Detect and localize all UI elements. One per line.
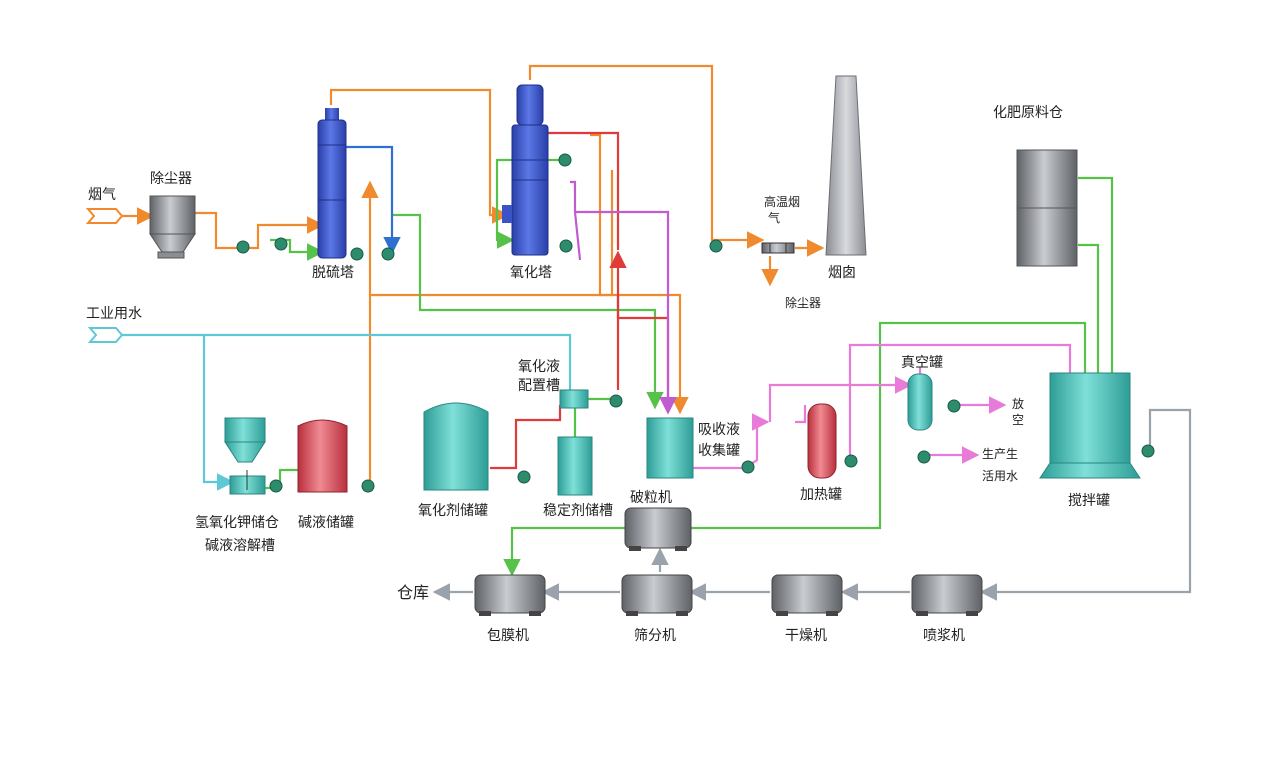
label-oxidant-storage: 氧化剂储罐 xyxy=(418,503,488,519)
flue-gas-inlet xyxy=(85,208,124,224)
pump xyxy=(709,239,723,253)
labels: 烟气 除尘器 脱硫塔 氧化塔 工业用水 高温烟 气 除尘器 烟囱 化肥原料仓 氧… xyxy=(86,105,1110,644)
label-absorb-collect-2: 收集罐 xyxy=(698,442,740,459)
label-spray-machine: 喷浆机 xyxy=(923,628,965,644)
coating-machine xyxy=(474,574,546,616)
oxidation-top-to-chimney-pipe xyxy=(528,64,765,249)
label-domestic-water-2: 活用水 xyxy=(982,469,1018,483)
red-collector-pipe xyxy=(616,295,677,415)
label-koh-silo: 氢氧化钾储仓 xyxy=(195,515,279,531)
label-coating-machine: 包膜机 xyxy=(487,628,529,644)
label-fertilizer-silo: 化肥原料仓 xyxy=(993,105,1063,121)
absorb-collect-tank xyxy=(646,417,694,479)
blue-desulfur-loop-pipe xyxy=(345,145,401,255)
label-vent-1: 放 xyxy=(1012,396,1024,411)
green-desulfur-out-pipe xyxy=(393,213,664,410)
pump xyxy=(917,450,931,464)
label-oxidant-prep-2: 配置槽 xyxy=(518,378,560,394)
oxidant-storage-tank xyxy=(423,402,489,491)
green-silo-to-mixer-pipe-2 xyxy=(1078,243,1107,405)
green-granulator-to-mixer-pipe xyxy=(690,321,1094,530)
pump xyxy=(361,479,375,493)
pink-heater-loop-pipe xyxy=(795,405,807,424)
desulfur-top-to-oxidation-pipe xyxy=(329,88,510,224)
pump xyxy=(269,479,283,493)
pump xyxy=(844,454,858,468)
orange-branch-pipe xyxy=(590,133,602,295)
koh-silo xyxy=(224,417,266,463)
spray-machine xyxy=(911,574,983,616)
red-oxidation-feed-pipe xyxy=(548,131,620,250)
dust-to-desulfur-pipe xyxy=(195,211,325,250)
gray-mixer-to-spray-pipe xyxy=(979,408,1192,601)
oxidant-prep-tank xyxy=(559,389,589,409)
green-granulator-to-coating-pipe xyxy=(503,526,625,577)
pump xyxy=(1141,444,1155,458)
heat-exchanger xyxy=(761,242,795,254)
label-dust-collector-2: 除尘器 xyxy=(785,295,821,310)
label-domestic-water-1: 生产生 xyxy=(982,447,1018,461)
pump xyxy=(741,460,755,474)
vacuum-tank xyxy=(907,373,933,431)
green-silo-to-mixer-pipe xyxy=(1078,176,1121,405)
pump xyxy=(236,240,250,254)
label-flue-gas: 烟气 xyxy=(88,187,116,203)
pink-to-mixer-pipe xyxy=(848,343,1079,460)
label-industrial-water: 工业用水 xyxy=(86,306,142,322)
label-alkali-dissolve: 碱液溶解槽 xyxy=(205,538,275,554)
oxidation-tower xyxy=(502,84,549,256)
orange-to-collector-pipe xyxy=(600,293,689,415)
label-heating-tank: 加热罐 xyxy=(800,487,842,503)
label-alkali-storage: 碱液储罐 xyxy=(298,515,354,531)
industrial-water-main-pipe xyxy=(120,333,572,390)
dryer-machine xyxy=(771,574,843,616)
desulfur-tower xyxy=(317,108,347,259)
label-stabilizer-tank: 稳定剂储槽 xyxy=(543,503,613,519)
label-high-temp-gas-2: 气 xyxy=(768,210,780,225)
label-absorb-collect-1: 吸收液 xyxy=(698,422,740,438)
label-oxidant-prep-1: 氧化液 xyxy=(518,359,560,375)
pink-collector-to-heater-pipe xyxy=(690,413,770,470)
label-vent-2: 空 xyxy=(1012,413,1024,427)
screening-machine xyxy=(621,574,693,616)
label-oxidation-tower: 氧化塔 xyxy=(510,265,552,281)
stabilizer-tank xyxy=(557,436,593,496)
alkali-storage-tank xyxy=(297,419,348,493)
mixing-tank xyxy=(1039,372,1141,479)
water-inlet xyxy=(87,327,124,343)
label-dust-collector: 除尘器 xyxy=(150,171,192,187)
label-high-temp-gas-1: 高温烟 xyxy=(764,194,800,209)
granulator-machine xyxy=(624,507,692,551)
dissolve-tank xyxy=(229,470,266,495)
pump xyxy=(558,153,572,167)
pump xyxy=(381,247,395,261)
pump xyxy=(517,470,531,484)
water-to-dissolve-pipe xyxy=(202,335,235,491)
label-mixing-tank: 搅拌罐 xyxy=(1068,493,1110,509)
label-screening-machine: 筛分机 xyxy=(634,628,676,644)
fertilizer-silo xyxy=(1016,149,1078,267)
label-chimney: 烟囱 xyxy=(828,265,856,281)
red-oxidant-pipe xyxy=(490,405,562,470)
pumps xyxy=(236,153,1155,493)
chimney xyxy=(825,75,867,256)
label-warehouse: 仓库 xyxy=(397,583,429,602)
pump xyxy=(609,394,623,408)
label-granulator: 破粒机 xyxy=(630,490,672,506)
pipes xyxy=(118,64,1192,601)
pump xyxy=(350,247,364,261)
pump xyxy=(947,399,961,413)
pump xyxy=(274,237,288,251)
heating-tank xyxy=(807,403,837,479)
label-vacuum-tank: 真空罐 xyxy=(901,355,943,371)
pink-heater-top-pipe xyxy=(768,376,913,422)
purple-return-pipe xyxy=(573,211,582,261)
dust-collector xyxy=(149,195,196,259)
label-desulfur-tower: 脱硫塔 xyxy=(312,265,354,281)
pump xyxy=(559,239,573,253)
label-dryer: 干燥机 xyxy=(785,628,827,644)
